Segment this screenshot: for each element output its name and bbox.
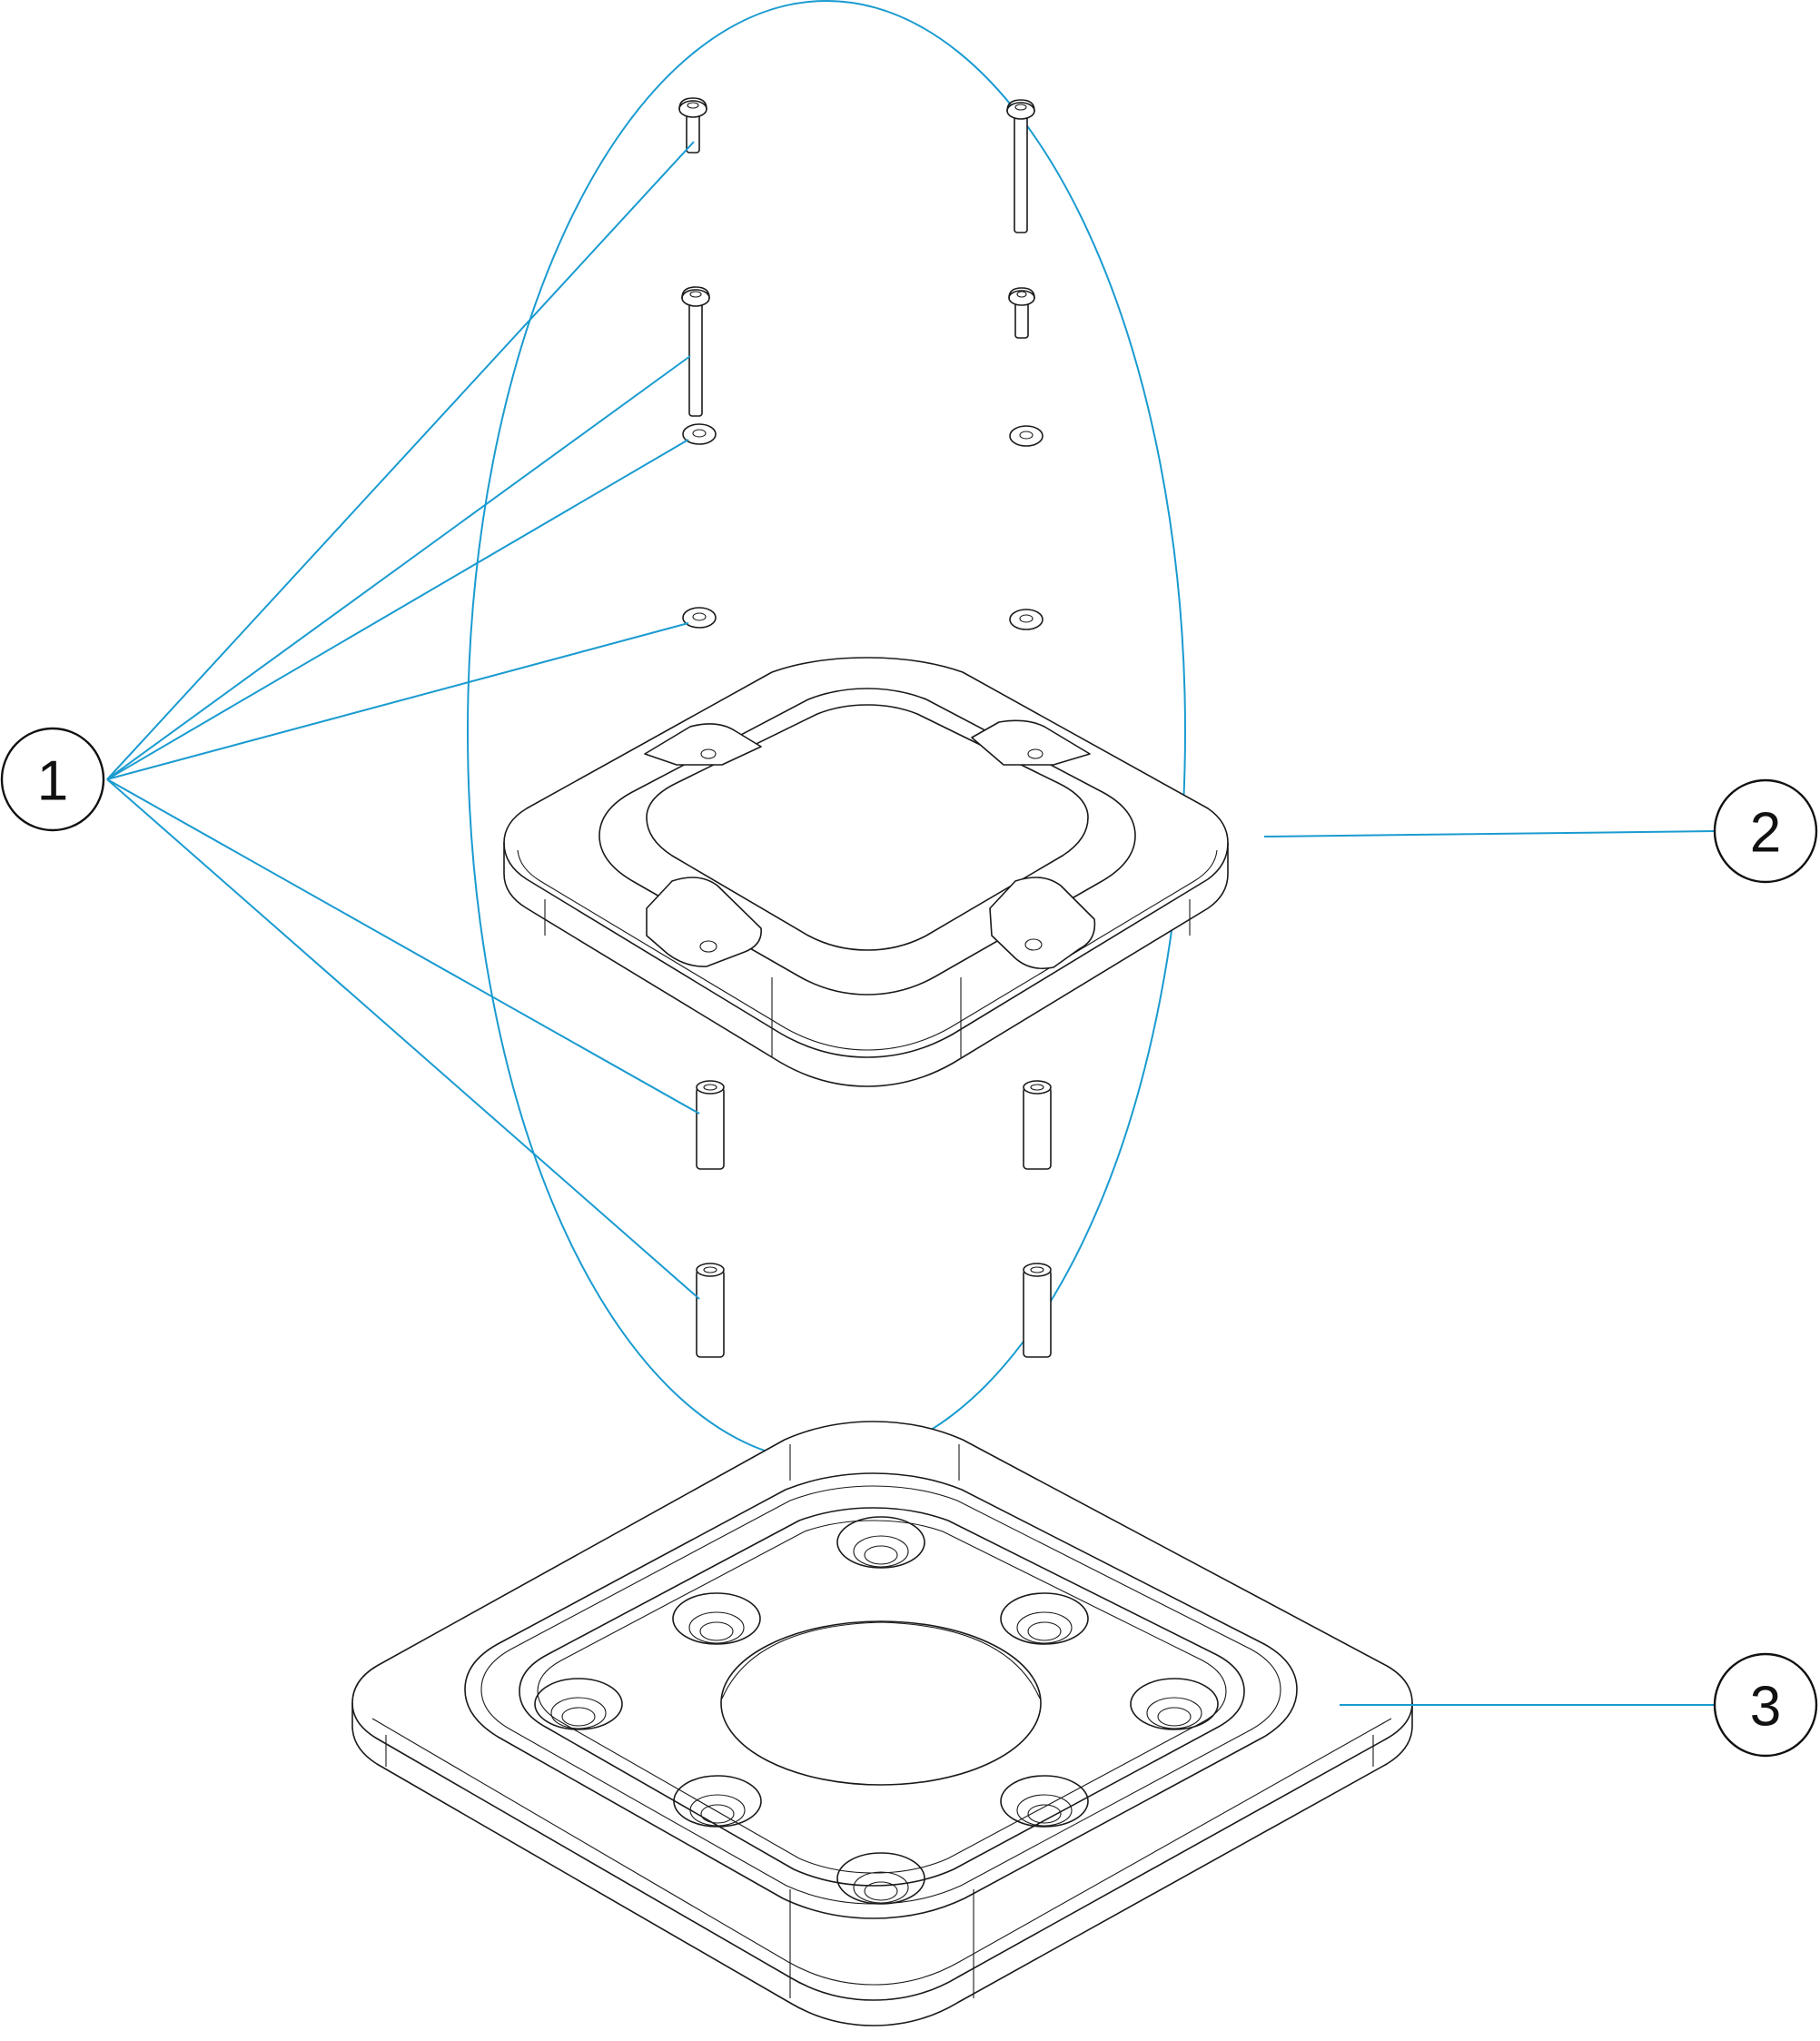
spacer-upper-right: [1023, 1080, 1052, 1170]
callout-3-balloon: 3: [1713, 1652, 1818, 1758]
callout-3-label: 3: [1750, 1676, 1781, 1739]
callout-2-leader: [1263, 830, 1716, 837]
base-hole-bottom: [836, 1852, 925, 1905]
base-plate-part: [351, 1421, 1413, 2026]
screw-long-right: [1006, 99, 1035, 233]
base-hole-lower-right: [1000, 1775, 1089, 1828]
washer-lower-left: [682, 607, 717, 629]
callout-1-leaders: [106, 141, 700, 1300]
base-hole-lower-left: [673, 1775, 762, 1828]
screw-short-left: [678, 97, 707, 154]
cover-lug-front-left: [646, 877, 762, 967]
base-hole-right: [1130, 1678, 1219, 1730]
base-hole-upper-right: [1000, 1592, 1089, 1645]
washer-upper-left: [682, 423, 717, 445]
spacer-upper-left: [696, 1080, 725, 1170]
base-hole-upper-left: [672, 1592, 761, 1645]
base-hole-left: [534, 1678, 623, 1730]
screw-short-right: [1008, 287, 1035, 339]
callout-1-label: 1: [37, 750, 68, 813]
callout-2-balloon: 2: [1713, 778, 1818, 884]
washer-lower-right: [1009, 609, 1044, 630]
top-cover-part: [503, 657, 1229, 1087]
screw-long-left: [681, 286, 710, 417]
washer-upper-right: [1009, 425, 1044, 447]
cover-lug-rear-left: [644, 723, 762, 766]
spacer-lower-right: [1023, 1263, 1052, 1358]
callout-2-label: 2: [1750, 802, 1781, 865]
base-hole-top: [836, 1516, 925, 1569]
cover-lug-rear-right: [971, 719, 1091, 766]
cover-lug-front-right: [989, 877, 1096, 970]
spacer-lower-left: [696, 1263, 725, 1358]
callout-1-balloon: 1: [0, 727, 105, 832]
